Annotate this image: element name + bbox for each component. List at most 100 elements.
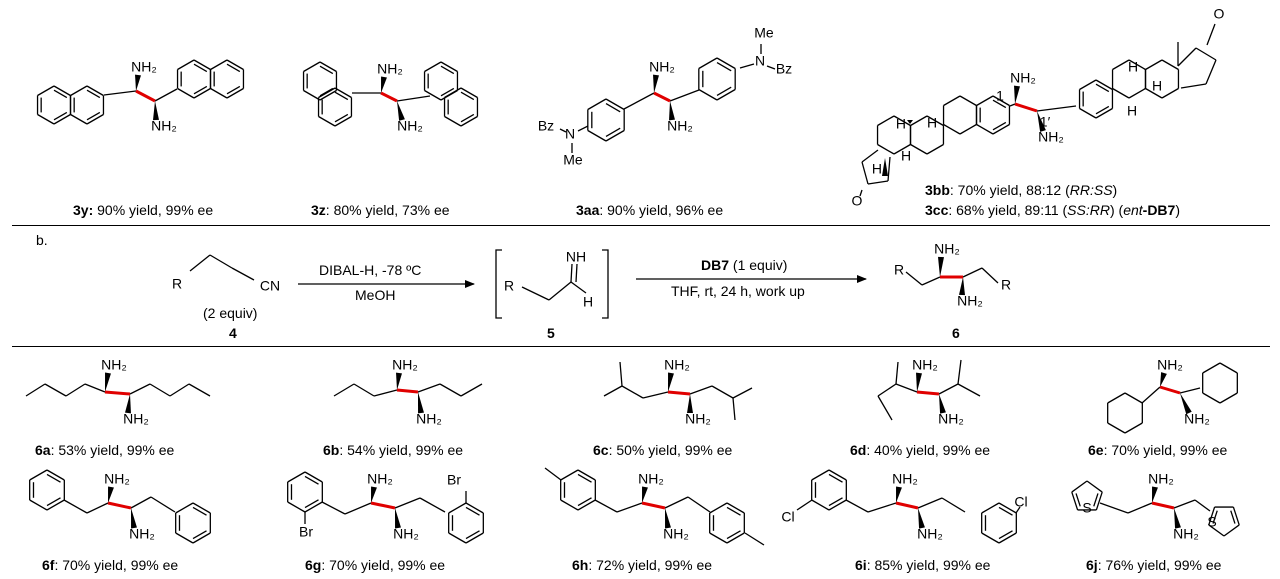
separator-top [12, 225, 1270, 226]
bond [231, 267, 255, 281]
bond [664, 496, 689, 509]
bond [1145, 59, 1163, 71]
caption-3y: 3y: 90% yield, 99% ee [73, 202, 213, 218]
compound-id-colon: : [88, 202, 94, 218]
bond [1194, 499, 1211, 512]
atom-label: CN [260, 278, 280, 294]
wedge-bond [371, 486, 377, 503]
atom-label: NH₂ [367, 471, 393, 487]
bond [460, 383, 483, 397]
atom-label: H [1152, 78, 1162, 94]
bond [709, 532, 728, 544]
atom-label: R [504, 278, 514, 294]
stereo-bond [641, 501, 666, 510]
bond [460, 113, 475, 123]
bond [1079, 107, 1097, 119]
wedge-bond [1180, 393, 1192, 415]
compound-id: 6d [850, 442, 867, 458]
caption-text: : 40% yield, 99% ee [866, 442, 991, 458]
bond [1179, 387, 1201, 394]
bond [46, 499, 65, 511]
bond [1124, 392, 1143, 404]
bond [189, 254, 211, 272]
compound-id: 6i [855, 557, 867, 573]
nitrile-equiv: (2 equiv) [203, 305, 258, 321]
wedge-bond [125, 394, 131, 414]
caption-text: 90% yield, 96% ee [603, 202, 724, 218]
stereo-bond-layer [104, 89, 1181, 510]
bond [193, 63, 208, 73]
caption-text: : 70% yield, 99% ee [1103, 442, 1228, 458]
stereo-bond [667, 390, 691, 396]
bond [998, 506, 1013, 516]
bond [129, 383, 151, 395]
bond [577, 497, 592, 507]
bond [605, 103, 621, 113]
atom-label: NH₂ [416, 411, 442, 427]
step2-conditions-top: DB7 (1 equiv) [701, 257, 787, 273]
wedge-bond [882, 158, 888, 176]
wedge-bond [1160, 372, 1167, 387]
bond [448, 502, 467, 514]
atom-label: R [1001, 277, 1011, 293]
bond [1180, 83, 1207, 89]
atom-label: NH₂ [104, 471, 130, 487]
bond [1219, 392, 1238, 404]
bond [959, 95, 977, 107]
wedge-bond [668, 372, 674, 392]
bond [603, 385, 623, 397]
compound-id: 6b [323, 442, 340, 458]
bond [465, 502, 484, 514]
bond [373, 389, 398, 397]
bond [287, 471, 306, 483]
wedge-bond [418, 392, 424, 414]
wedge-bond [938, 256, 944, 277]
bond [419, 497, 446, 513]
bond [210, 59, 228, 71]
bond [766, 65, 776, 70]
bond [1212, 510, 1218, 524]
panel-label: b. [36, 232, 48, 248]
bond [439, 383, 462, 397]
stereo-bond [396, 388, 419, 394]
bond [1095, 105, 1110, 115]
atom-label: H [896, 116, 906, 132]
bond [318, 115, 336, 127]
bond [440, 65, 455, 75]
bond [440, 87, 455, 97]
bond [394, 497, 421, 509]
bond [169, 383, 190, 397]
caption-6f: 6f: 70% yield, 99% ee [42, 557, 178, 573]
bond [344, 502, 372, 515]
caption-6c: 6c: 50% yield, 99% ee [593, 442, 732, 458]
bond [570, 281, 587, 294]
atom-label: Bz [538, 118, 554, 134]
atom-label: N [565, 126, 575, 142]
bond [193, 87, 211, 99]
bond [1161, 59, 1179, 71]
bond [1107, 392, 1126, 404]
bond [334, 113, 349, 123]
bond [334, 115, 352, 127]
bond [867, 180, 889, 185]
bond [623, 92, 655, 110]
step2-conditions-bottom: THF, rt, 24 h, work up [671, 283, 805, 299]
caption-tail: ) [1112, 182, 1118, 198]
bond [46, 473, 61, 483]
bond [938, 383, 959, 395]
bond [976, 123, 994, 135]
bond [440, 61, 458, 73]
wedge-bond [1152, 486, 1158, 503]
compound-id: 6c [593, 442, 609, 458]
bond [1208, 524, 1225, 537]
compound-id: 3z [311, 202, 326, 218]
caption-text: : 70% yield, 99% ee [54, 557, 179, 573]
bond [1099, 502, 1129, 514]
bond [689, 385, 713, 395]
bond [976, 95, 994, 107]
bond [460, 91, 475, 101]
bond [1015, 506, 1021, 514]
wedge-bond [916, 372, 922, 392]
bond [193, 85, 208, 95]
bond [1202, 392, 1221, 404]
